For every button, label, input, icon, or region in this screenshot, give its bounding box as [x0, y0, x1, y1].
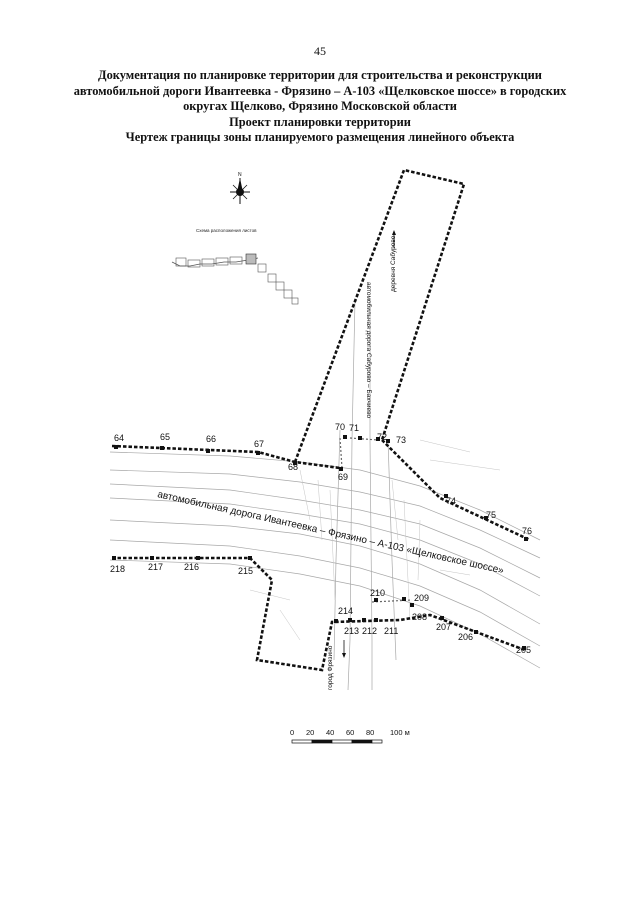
fryazino-direction-label: город Фрязино — [327, 645, 334, 690]
scale-bar: 0 20 40 60 80 100 м — [290, 728, 410, 744]
scale-tick-40: 40 — [326, 728, 334, 737]
point-label-76: 76 — [522, 526, 532, 536]
point-label-218: 218 — [110, 564, 125, 574]
document-title: Документация по планировке территории дл… — [40, 68, 600, 146]
point-label-68: 68 — [288, 462, 298, 472]
point-label-208: 208 — [412, 612, 427, 622]
page-number: 45 — [314, 44, 326, 58]
inset-title: Схема расположения листов — [196, 228, 257, 233]
point-label-206: 206 — [458, 632, 473, 642]
point-label-72: 72 — [377, 432, 387, 442]
secondary-road-label: автомобильная дорога Сабурово – Бахчиево — [365, 282, 373, 418]
turning-points — [112, 435, 528, 650]
point-label-74: 74 — [446, 496, 456, 506]
scale-tick-80: 80 — [366, 728, 374, 737]
point-label-67: 67 — [254, 439, 264, 449]
scale-end-label: 100 м — [390, 728, 410, 737]
north-arrow-icon: N — [230, 172, 250, 204]
point-label-73: 73 — [396, 435, 406, 445]
north-direction-arrow-icon — [392, 230, 396, 248]
terrain-scribbles — [249, 439, 501, 641]
title-line-5: Чертеж границы зоны планируемого размеще… — [125, 130, 515, 144]
title-line-3: округах Щелково, Фрязино Московской обла… — [183, 99, 457, 113]
scale-tick-20: 20 — [306, 728, 314, 737]
point-label-65: 65 — [160, 432, 170, 442]
point-label-210: 210 — [370, 588, 385, 598]
point-label-215: 215 — [238, 566, 253, 576]
point-label-217: 217 — [148, 562, 163, 572]
point-label-64: 64 — [114, 433, 124, 443]
point-label-207: 207 — [436, 622, 451, 632]
scale-tick-0: 0 — [290, 728, 294, 737]
title-line-1: Документация по планировке территории дл… — [98, 68, 542, 82]
point-label-70: 70 — [335, 422, 345, 432]
title-line-2: автомобильной дороги Ивантеевка - Фрязин… — [73, 83, 567, 98]
south-direction-arrow-icon — [342, 640, 346, 658]
sheet-layout-inset: Схема расположения листов — [171, 228, 299, 305]
svg-text:N: N — [238, 172, 242, 178]
zone-boundary — [111, 168, 531, 672]
point-label-69: 69 — [338, 472, 348, 482]
point-label-66: 66 — [206, 434, 216, 444]
point-label-214: 214 — [338, 606, 353, 616]
scale-tick-60: 60 — [346, 728, 354, 737]
title-line-4: Проект планировки территории — [229, 114, 411, 129]
point-label-213: 213 — [344, 626, 359, 636]
saburovo-direction-label: деревня Сабурово — [389, 235, 397, 292]
point-label-212: 212 — [362, 626, 377, 636]
point-label-209: 209 — [414, 593, 429, 603]
point-label-205: 205 — [516, 645, 531, 655]
point-label-216: 216 — [184, 562, 199, 572]
point-label-211: 211 — [384, 626, 398, 636]
point-label-75: 75 — [486, 510, 496, 520]
point-labels: 64 65 66 67 68 69 70 71 72 73 74 75 76 2… — [110, 422, 532, 655]
point-label-71: 71 — [349, 423, 359, 433]
